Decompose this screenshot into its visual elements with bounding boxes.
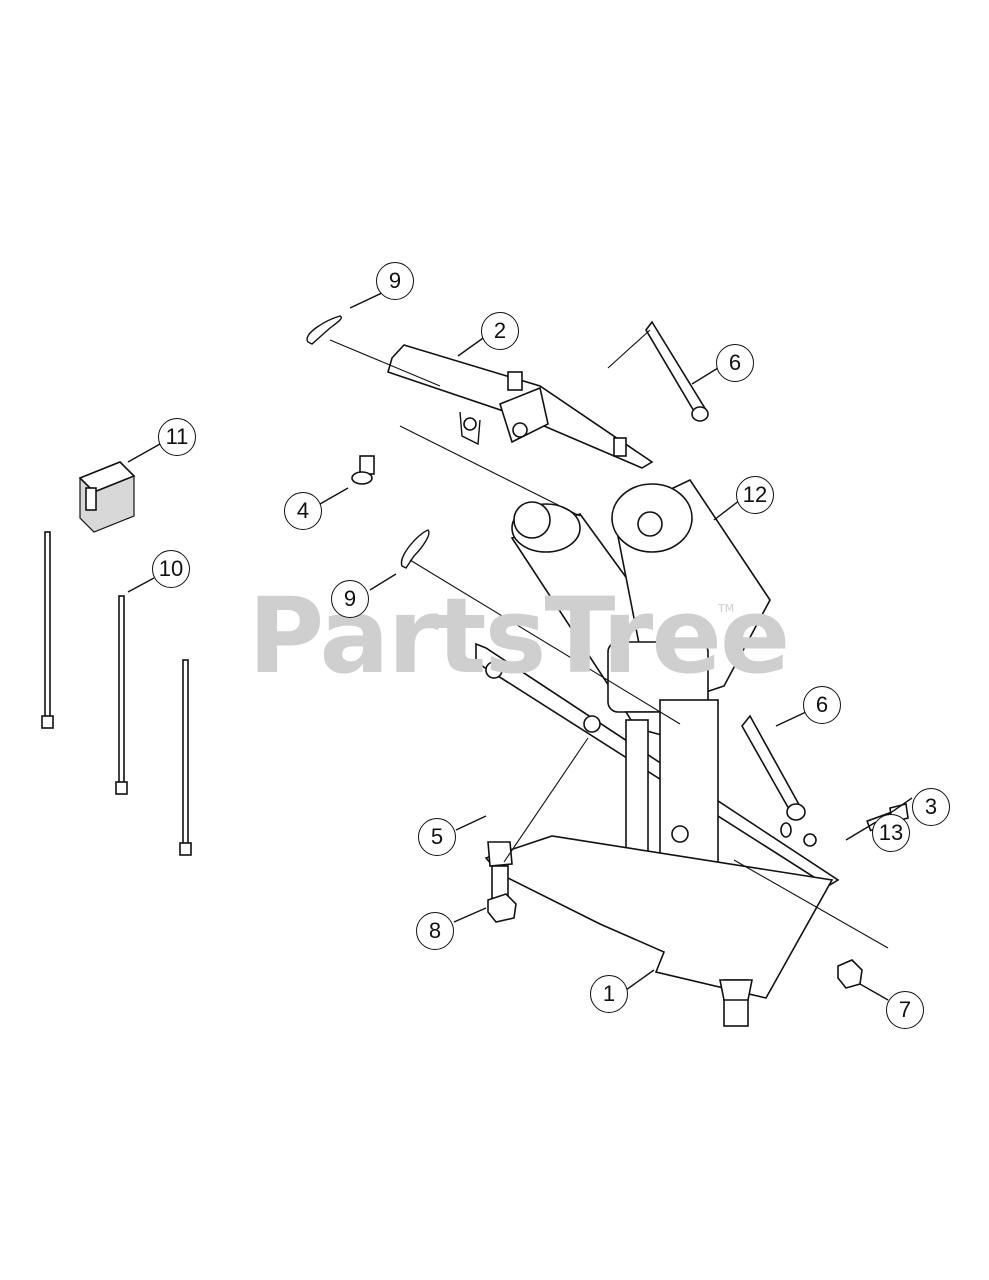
cable-tie-right — [179, 659, 192, 856]
callout-leader — [691, 367, 719, 385]
callout-leader — [455, 815, 487, 831]
clevis-pin-4 — [351, 455, 375, 485]
pivot-pin-lower — [741, 714, 806, 821]
pivot-pin-upper — [645, 320, 709, 422]
callout-leader — [453, 907, 487, 923]
callout-leader — [845, 821, 877, 841]
leader-line — [503, 737, 589, 863]
callout-1: 1 — [590, 975, 628, 1013]
callout-leader — [127, 443, 161, 463]
rocker-switch — [78, 461, 136, 533]
callout-leader — [713, 499, 741, 521]
callout-leader — [457, 335, 487, 357]
hairpin-clip-lower — [400, 529, 430, 569]
callout-13: 13 — [872, 814, 910, 852]
callout-leader — [369, 573, 397, 591]
callout-leader — [127, 577, 155, 593]
cable-tie-left — [41, 531, 54, 729]
callout-5: 5 — [418, 818, 456, 856]
lock-nut-7 — [837, 959, 863, 989]
callout-leader — [859, 983, 889, 1001]
washer-13 — [803, 833, 817, 847]
upper-bracket — [387, 344, 654, 469]
mounting-bracket — [475, 642, 840, 1027]
callout-11: 11 — [158, 418, 196, 456]
callout-leader — [349, 291, 385, 309]
cable-tie-middle — [115, 595, 128, 795]
callout-6-upper: 6 — [716, 344, 754, 382]
leader-line — [399, 425, 581, 517]
callout-leader — [885, 797, 913, 817]
callout-4: 4 — [284, 492, 322, 530]
callout-6-lower: 6 — [803, 686, 841, 724]
callout-9-upper: 9 — [376, 262, 414, 300]
callout-7: 7 — [886, 991, 924, 1029]
callout-2: 2 — [481, 312, 519, 350]
callout-leader — [625, 969, 655, 991]
callout-3: 3 — [912, 788, 950, 826]
callout-leader — [775, 711, 807, 727]
hairpin-clip-upper — [306, 315, 342, 345]
watermark-tm: TM — [718, 602, 735, 615]
leader-line — [733, 859, 889, 949]
lock-nut-8 — [487, 893, 517, 923]
leader-line — [409, 559, 681, 725]
leader-line — [329, 339, 441, 387]
callout-12: 12 — [736, 476, 774, 514]
callout-10: 10 — [152, 550, 190, 588]
callout-leader — [319, 487, 349, 505]
callout-9-lower: 9 — [331, 580, 369, 618]
callout-8: 8 — [416, 912, 454, 950]
leader-line — [607, 329, 651, 369]
